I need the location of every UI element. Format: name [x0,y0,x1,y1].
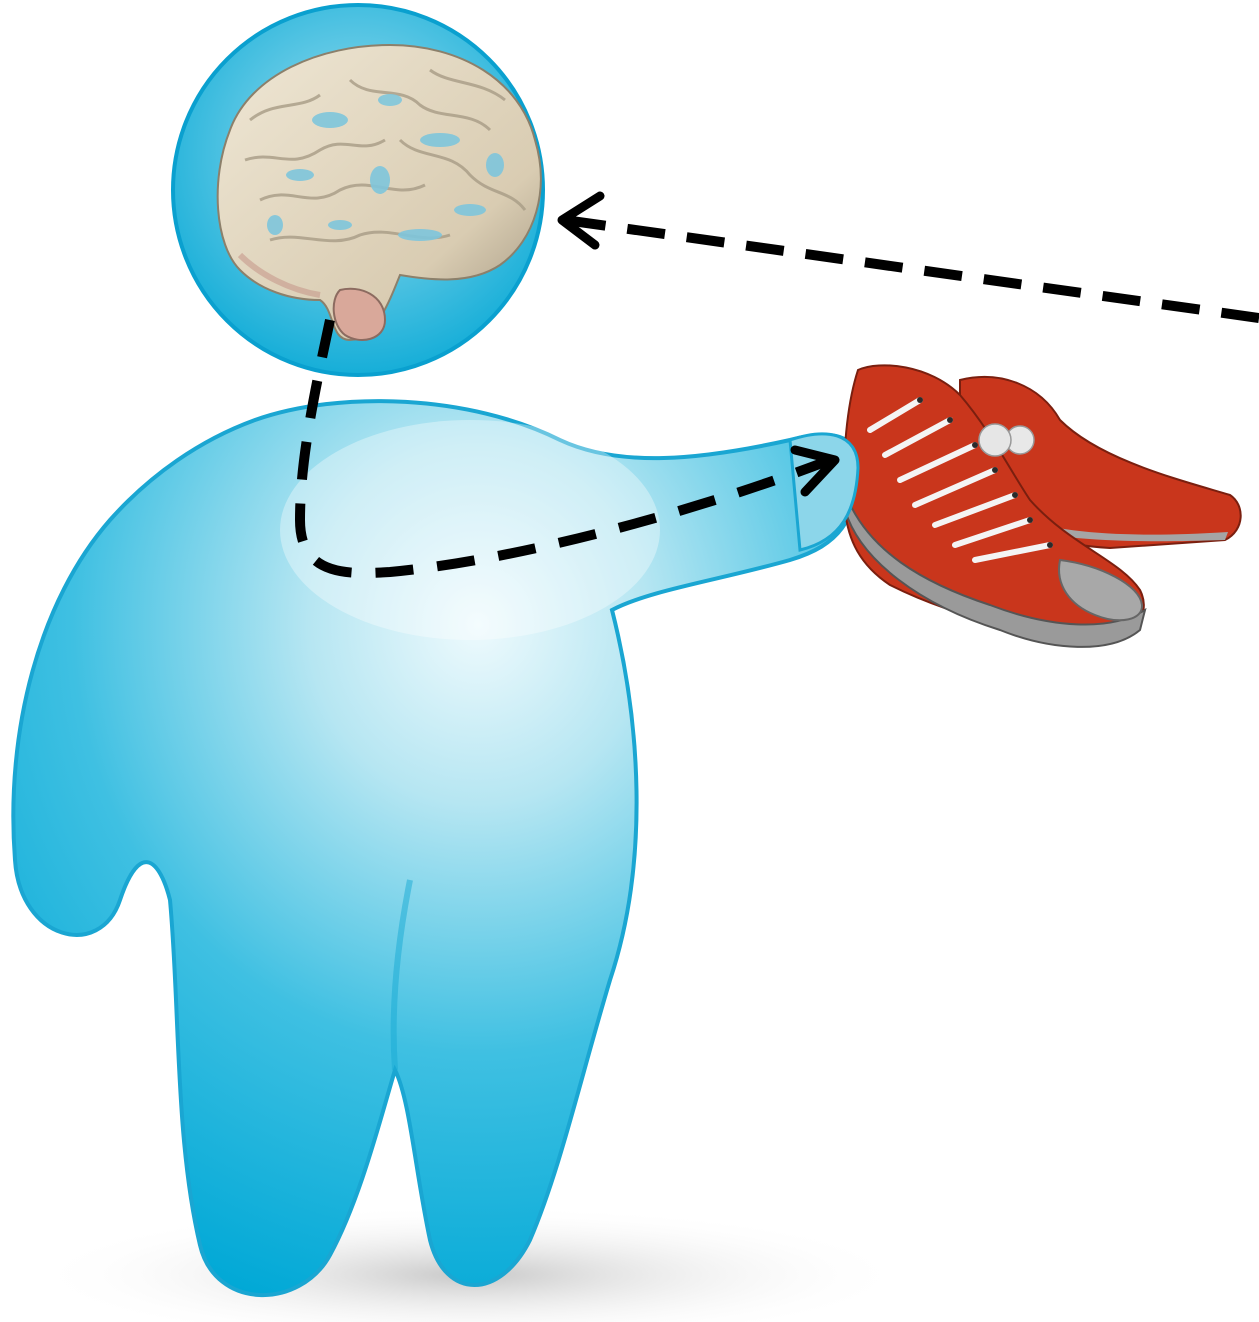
person-figure [13,401,858,1295]
ankle-patch [979,424,1011,456]
sneakers [844,365,1241,647]
body-highlight [280,420,660,640]
brain-head [173,5,543,375]
external-to-brain-arrow [565,220,1259,318]
